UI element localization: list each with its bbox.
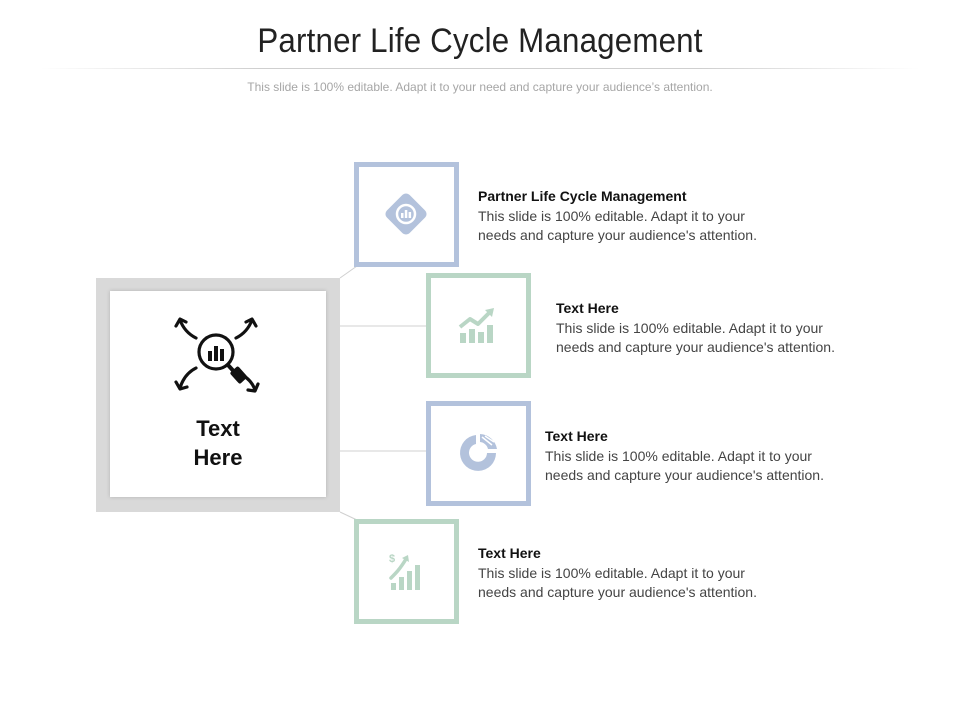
step-2-icon-box: [426, 273, 531, 378]
connector-line-1: [339, 265, 358, 279]
page-title: Partner Life Cycle Management: [257, 22, 703, 60]
step-3-description-line-1: This slide is 100% editable. Adapt it to…: [545, 448, 812, 464]
step-2-heading: Text Here: [556, 300, 619, 316]
step-4-icon-box: $: [354, 519, 459, 624]
hub-label-line-2: Here: [193, 445, 243, 470]
step-1-description-line-2: needs and capture your audience's attent…: [478, 227, 757, 243]
connector-line-4: [339, 511, 358, 521]
growth-chart-icon: [458, 308, 494, 343]
step-1-text: Partner Life Cycle Management This slide…: [478, 188, 798, 245]
magnifier-chart-arrows-icon: [174, 317, 260, 393]
step-4-text: Text Here This slide is 100% editable. A…: [478, 545, 798, 602]
hub-label-line-1: Text: [196, 416, 240, 441]
step-2-description: This slide is 100% editable. Adapt it to…: [556, 319, 876, 357]
step-4-heading: Text Here: [478, 545, 541, 561]
step-4-description-line-1: This slide is 100% editable. Adapt it to…: [478, 565, 745, 581]
donut-chart-icon: [460, 434, 497, 471]
step-3-heading: Text Here: [545, 428, 608, 444]
diamond-target-icon: [385, 193, 427, 235]
step-3-description: This slide is 100% editable. Adapt it to…: [545, 447, 865, 485]
hub-label: Text Here: [110, 414, 326, 472]
svg-text:$: $: [389, 553, 395, 565]
step-2-text: Text Here This slide is 100% editable. A…: [556, 300, 876, 357]
step-4-description-line-2: needs and capture your audience's attent…: [478, 584, 757, 600]
dollar-growth-icon: $: [389, 553, 420, 590]
step-1-icon-box: [354, 162, 459, 267]
hub-card: [110, 291, 326, 497]
title-divider: [40, 68, 920, 69]
step-2-description-line-1: This slide is 100% editable. Adapt it to…: [556, 320, 823, 336]
step-3-icon-box: [426, 401, 531, 506]
step-3-text: Text Here This slide is 100% editable. A…: [545, 428, 865, 485]
step-1-heading: Partner Life Cycle Management: [478, 188, 687, 204]
step-3-description-line-2: needs and capture your audience's attent…: [545, 467, 824, 483]
step-1-description-line-1: This slide is 100% editable. Adapt it to…: [478, 208, 745, 224]
step-1-description: This slide is 100% editable. Adapt it to…: [478, 207, 798, 245]
step-4-description: This slide is 100% editable. Adapt it to…: [478, 564, 798, 602]
step-2-description-line-2: needs and capture your audience's attent…: [556, 339, 835, 355]
page-subtitle: This slide is 100% editable. Adapt it to…: [247, 80, 713, 94]
